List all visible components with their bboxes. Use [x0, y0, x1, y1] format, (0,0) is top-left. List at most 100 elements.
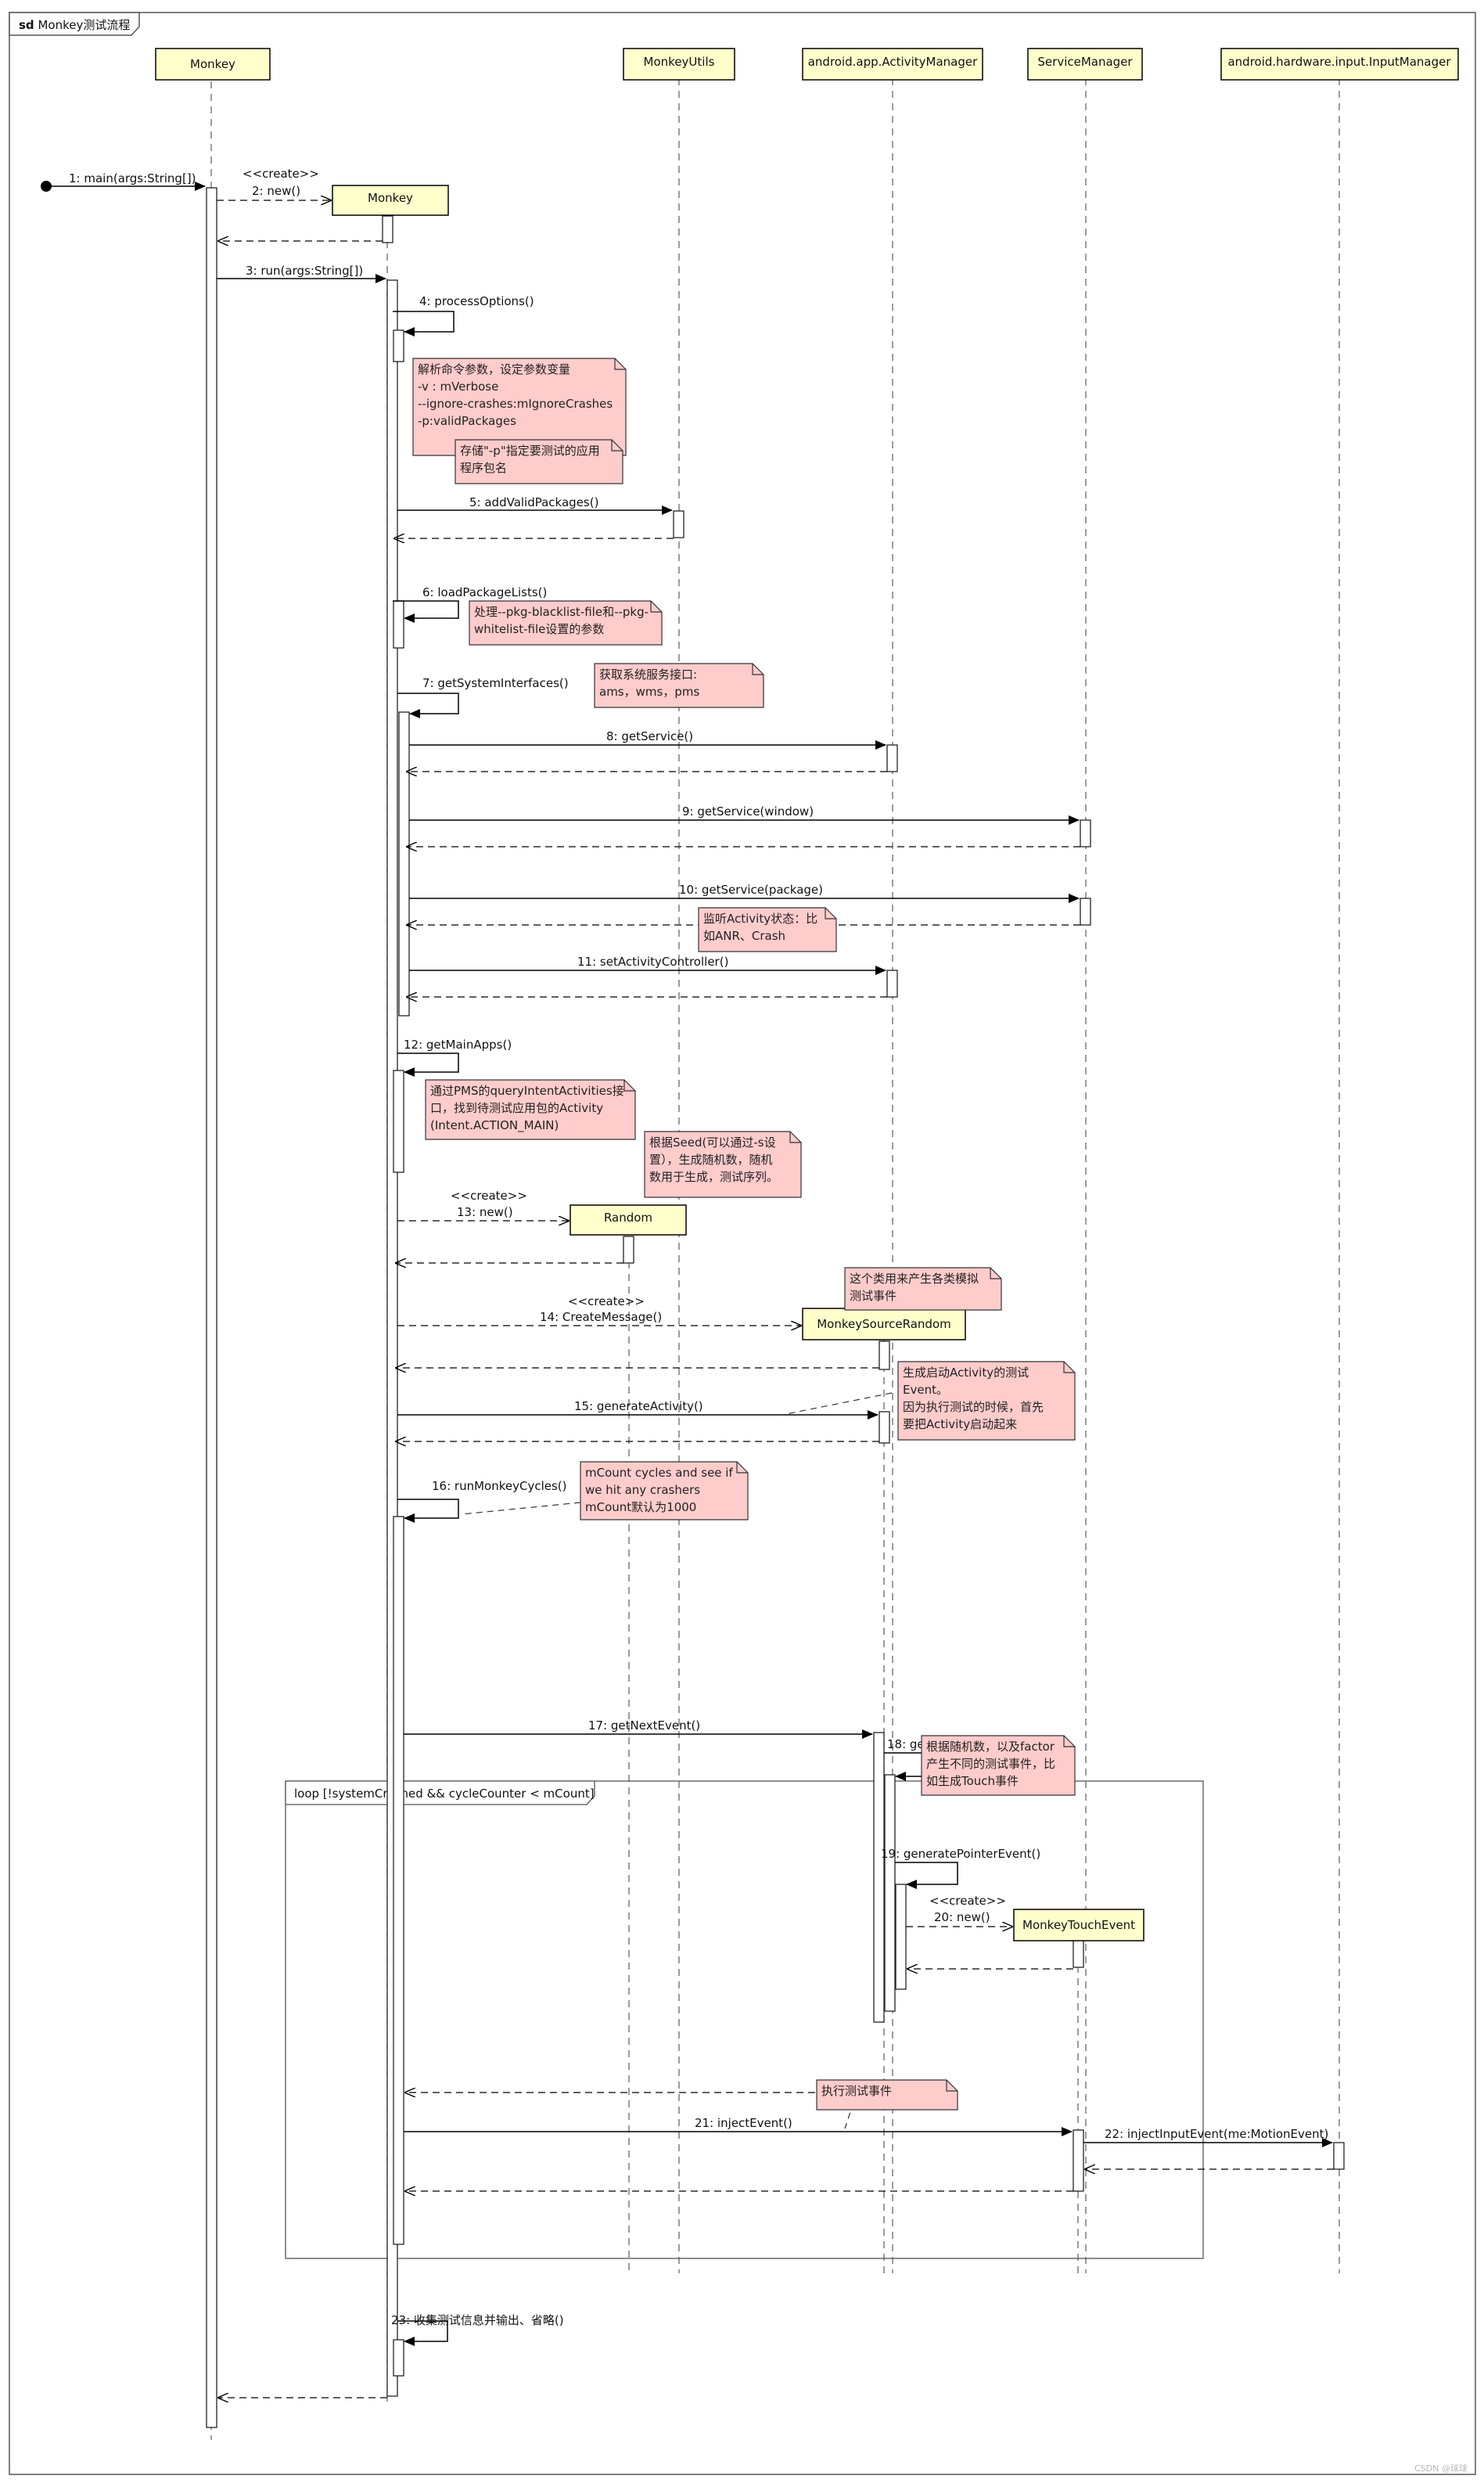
- note-box: [594, 663, 764, 708]
- participant-box-monkey: [155, 48, 271, 81]
- note-line: 根据Seed(可以通过-s设: [649, 1135, 776, 1150]
- frame-title: Monkey测试流程: [38, 18, 130, 32]
- msg-21-label: 21: injectEvent(): [695, 2116, 792, 2130]
- msg-5-label: 5: addValidPackages(): [469, 495, 598, 509]
- msg-13-label: 13: new(): [457, 1205, 513, 1219]
- msg-12-label: 12: getMainApps(): [404, 1038, 512, 1052]
- note-box: [469, 600, 663, 646]
- activation-getsys: [398, 711, 410, 1017]
- note-line: 根据随机数，以及factor: [926, 1740, 1055, 1754]
- note-box: [412, 358, 627, 456]
- note-fold: [752, 664, 764, 675]
- note-fold: [614, 358, 626, 370]
- note-line: 要把Activity启动起来: [903, 1417, 1017, 1431]
- note-line: 处理--pkg-blacklist-file和--pkg-: [474, 605, 649, 619]
- activation-am-8: [886, 744, 898, 772]
- note-line: 获取系统服务接口:: [599, 668, 697, 682]
- participant-sm: ServiceManager: [1037, 55, 1133, 69]
- note-line: 解析命令参数，设定参数变量: [418, 362, 570, 376]
- participant-msr: MonkeySourceRandom: [817, 1317, 951, 1331]
- note-fold: [650, 601, 662, 613]
- activation-monkey: [206, 187, 217, 2428]
- note-n6: 通过PMS的queryIntentActivities接口，找到待测试应用包的A…: [425, 1079, 636, 1140]
- msg-22-label: 22: injectInputEvent(me:MotionEvent): [1105, 2127, 1328, 2141]
- note-fold: [611, 440, 623, 452]
- note-line: 测试事件: [850, 1289, 897, 1303]
- msg-14-label: 14: CreateMessage(): [540, 1310, 662, 1324]
- note-n4: 获取系统服务接口: ams，wms，pms: [594, 663, 764, 708]
- participant-mte: MonkeyTouchEvent: [1022, 1918, 1135, 1932]
- note-line: 生成启动Activity的测试: [903, 1366, 1029, 1380]
- note-line: 数用于生成，测试序列。: [649, 1170, 778, 1184]
- activation-im: [1333, 2142, 1345, 2170]
- loop-fragment: loop [!systemCrashed && cycleCounter < m…: [285, 1780, 1204, 2259]
- note-line: (Intent.ACTION_MAIN): [430, 1118, 559, 1133]
- activation-monkey2-a: [382, 215, 393, 243]
- note-line: 通过PMS的queryIntentActivities接: [430, 1084, 624, 1098]
- note-line: whitelist-file设置的参数: [474, 622, 604, 636]
- participant-box-im: [1220, 48, 1459, 81]
- note-line: ams，wms，pms: [599, 685, 699, 699]
- msg-20-stereotype: <<create>>: [929, 1894, 1006, 1908]
- activation-am-11: [886, 970, 898, 998]
- note-line: -p:validPackages: [418, 414, 516, 428]
- note-line: --ignore-crashes:mIgnoreCrashes: [418, 397, 613, 411]
- note-line: 因为执行测试的时候，首先: [903, 1400, 1044, 1414]
- note-box: [455, 439, 623, 484]
- note-line: 口，找到待测试应用包的Activity: [430, 1101, 603, 1115]
- note-fold: [825, 908, 836, 919]
- msg-1-label: 1: main(args:String[]): [69, 171, 196, 185]
- msg-14-stereotype: <<create>>: [568, 1294, 645, 1308]
- activation-msr-19: [895, 1884, 907, 1990]
- msg-4-arrow: [393, 311, 455, 336]
- activation-sm-10: [1080, 898, 1091, 926]
- msg-17-label: 17: getNextEvent(): [588, 1718, 700, 1733]
- activation-loadpkg: [393, 600, 404, 649]
- watermark: CSDN @球球: [1414, 2463, 1468, 2474]
- frame-keyword: sd: [19, 18, 34, 32]
- msg-23-arrow: [397, 2320, 448, 2346]
- note-n1: 解析命令参数，设定参数变量-v : mVerbose--ignore-crash…: [412, 358, 627, 456]
- note-fold: [736, 1462, 748, 1474]
- note-line: 监听Activity状态：比: [703, 912, 817, 926]
- note-line: 执行测试事件: [821, 2084, 892, 2098]
- msg-23-label: 23: 收集测试信息并输出、省略(): [391, 2313, 564, 2327]
- activation-getmainapps: [393, 1070, 404, 1173]
- msg-12-arrow: [397, 1053, 459, 1077]
- msg-2-stereotype: <<create>>: [243, 167, 319, 181]
- activation-runmonkey: [393, 1516, 404, 2245]
- note-fold: [623, 1080, 635, 1092]
- activation-msr-17: [873, 1732, 885, 2023]
- note-fold: [1063, 1362, 1075, 1373]
- msg-16-arrow: [397, 1499, 459, 1523]
- msg-3-label: 3: run(args:String[]): [246, 264, 363, 278]
- msg-19-arrow: [895, 1862, 958, 1889]
- participant-utils: MonkeyUtils: [644, 55, 715, 69]
- note-n12: 执行测试事件: [816, 2079, 958, 2111]
- activation-msr-15: [879, 1411, 890, 1444]
- msg-16-label: 16: runMonkeyCycles(): [432, 1479, 567, 1493]
- note-box: [580, 1461, 749, 1520]
- msg-9-label: 9: getService(window): [682, 804, 814, 819]
- participant-im: android.hardware.input.InputManager: [1227, 55, 1451, 69]
- note-line: mCount默认为1000: [585, 1500, 696, 1514]
- note-fold: [990, 1268, 1001, 1279]
- participant-box-msr: [802, 1308, 966, 1340]
- activation-collect: [393, 2339, 404, 2377]
- participant-box-utils: [623, 48, 735, 81]
- note-n9: 生成启动Activity的测试 Event。因为执行测试的时候，首先要把Activ…: [897, 1361, 1076, 1441]
- notes-layer: 解析命令参数，设定参数变量-v : mVerbose--ignore-crash…: [412, 358, 1076, 2111]
- note-connector-9: [782, 1392, 893, 1416]
- note-box: [844, 1267, 1002, 1311]
- note-line: Event。: [903, 1383, 948, 1397]
- activation-utils: [673, 510, 685, 538]
- note-fold: [789, 1132, 801, 1143]
- msg-11-label: 11: setActivityController(): [577, 955, 728, 969]
- participant-box-mte: [1013, 1909, 1144, 1941]
- participant-monkey: Monkey: [190, 57, 235, 71]
- note-line: 如生成Touch事件: [926, 1774, 1019, 1788]
